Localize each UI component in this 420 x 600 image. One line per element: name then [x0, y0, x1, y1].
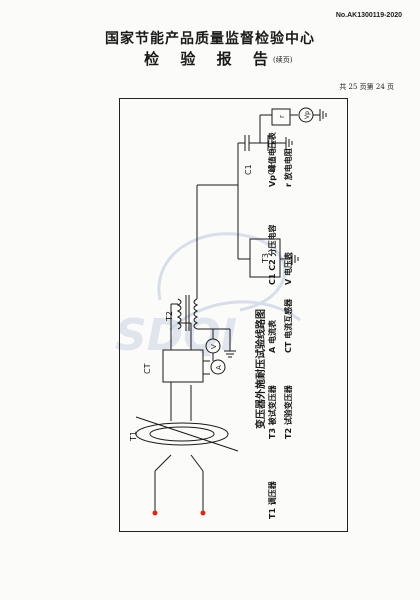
- label-C1: C1: [244, 164, 253, 175]
- legend-item: A 电流表: [267, 319, 277, 353]
- terminal-left: [152, 510, 158, 516]
- report-title: 检 验 报 告: [144, 50, 276, 68]
- terminal-right: [200, 510, 206, 516]
- label-Vp: Vp: [304, 111, 311, 119]
- diagram-frame: T1 CT A V T2 T3 C1 C2 r Vp 变压器外施耐压试验线路图 …: [119, 98, 348, 532]
- legend-item: V 电压表: [283, 251, 293, 285]
- center-title: 国家节能产品质量监督检验中心: [105, 31, 315, 47]
- legend-item: Vp 峰值电压表: [267, 131, 277, 187]
- label-CT: CT: [143, 363, 152, 374]
- label-T2: T2: [165, 311, 174, 322]
- legend-item: CT 电流互感器: [283, 298, 293, 353]
- doc-number: No.AK1300119-2020: [335, 12, 402, 19]
- legend-item: T1 调压器: [267, 480, 277, 519]
- label-A: A: [215, 365, 223, 370]
- legend-item: T2 试验变压器: [283, 384, 293, 439]
- circuit-diagram: T1 CT A V T2 T3 C1 C2 r Vp 变压器外施耐压试验线路图 …: [129, 107, 327, 519]
- legend-item: r 放电电阻: [283, 148, 293, 187]
- label-T3: T3: [261, 253, 270, 264]
- page-info: 共 25 页第 24 页: [339, 83, 394, 91]
- report-continued: (续页): [273, 56, 293, 64]
- label-C2: C2: [267, 164, 276, 175]
- legend-item: T3 被试变压器: [267, 384, 277, 439]
- diagram-title: 变压器外施耐压试验线路图: [254, 309, 267, 429]
- label-T1: T1: [129, 431, 138, 442]
- legend-item: C1 C2 分压电容: [267, 225, 277, 285]
- label-V: V: [210, 344, 218, 349]
- label-r: r: [278, 115, 286, 118]
